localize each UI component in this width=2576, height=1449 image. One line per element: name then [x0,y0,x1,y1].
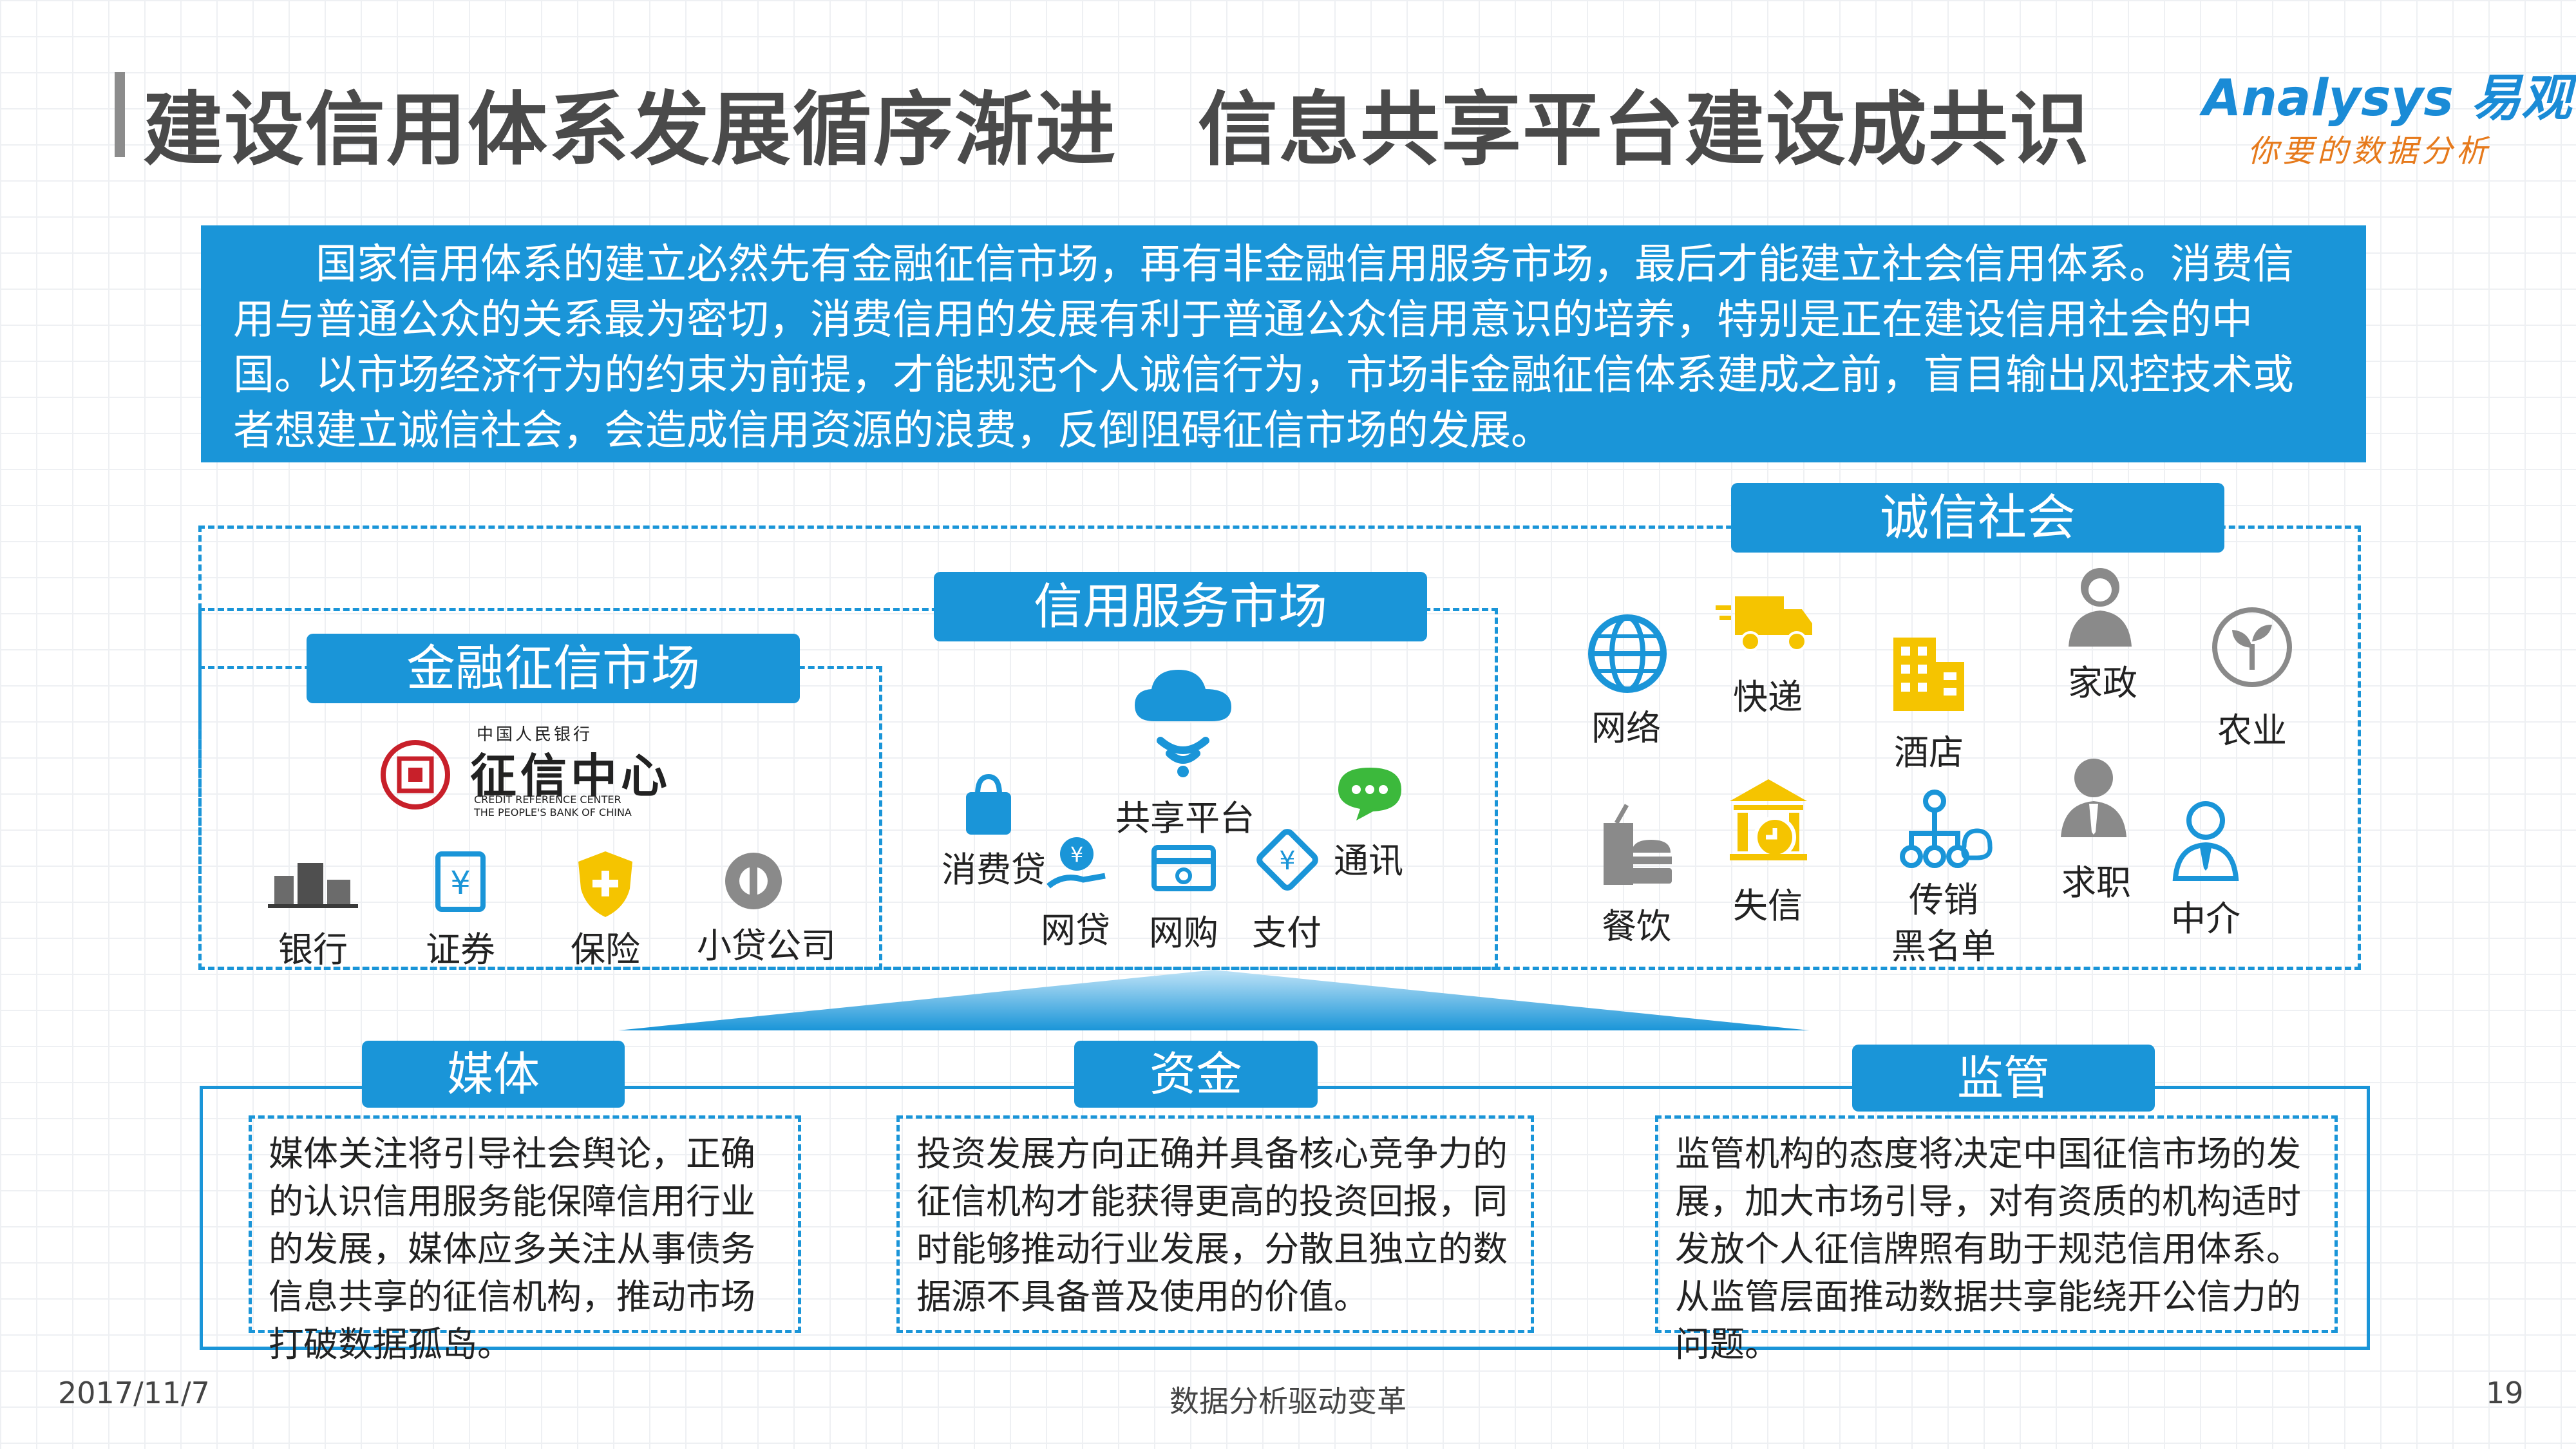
online-shopping-icon [1151,845,1216,891]
bank-icon [268,863,358,908]
credit-reference-center-logo: 中国人民银行 征信中心 CREDIT REFERENCE CENTER THE … [380,721,683,824]
pillar-media-text: 媒体关注将引导社会舆论，正确的认识信用服务能保障信用行业的发展，媒体应多关注从事… [249,1115,801,1365]
analysys-logo: Analysys 易观 [2202,70,2571,128]
page-number: 19 [2486,1376,2524,1410]
job-seeker-icon [2061,759,2126,837]
society-item-pyramid-blacklist: 传销 黑名单 [1891,880,1996,967]
cloud-platform-icon [1135,670,1231,777]
pillar-capital-title: 资金 [1074,1041,1318,1108]
securities-icon: ¥ [435,851,486,912]
support-triangle [618,970,1810,1030]
pillar-media-title: 媒体 [362,1041,625,1108]
svg-text:¥: ¥ [1279,846,1295,876]
agriculture-sprout-icon [2212,607,2292,687]
delivery-truck-icon [1716,596,1812,652]
pyramid-network-icon [1900,790,1993,868]
insurance-shield-icon [578,851,632,917]
dining-icon [1604,804,1672,885]
finance-item-securities: 证券 [426,929,495,970]
payment-icon: ¥ [1256,829,1318,891]
seal-en-line1: CREDIT REFERENCE CENTER [474,793,621,806]
shared-platform-label: 共享平台 [1115,798,1255,838]
seal-en-line2: THE PEOPLE'S BANK OF CHINA [474,806,632,819]
society-item-agriculture: 农业 [2217,710,2287,751]
pillar-regulation-title: 监管 [1852,1045,2155,1112]
seal-top-text: 中国人民银行 [477,725,593,744]
agent-person-icon [2172,801,2239,881]
logo-slogan: 你要的数据分析 [2248,133,2492,169]
svg-text:¥: ¥ [1070,842,1083,867]
finance-item-small-loan: 小贷公司 [697,925,836,966]
society-item-internet: 网络 [1591,708,1661,748]
footer-slogan: 数据分析驱动变革 [1170,1384,1406,1419]
society-item-express: 快递 [1733,677,1803,717]
service-item-payment: 支付 [1252,913,1321,953]
footer-date: 2017/11/7 [58,1376,210,1410]
society-title: 诚信社会 [1731,483,2224,553]
discredit-court-icon [1730,779,1807,860]
society-item-housekeeping: 家政 [2068,663,2137,703]
globe-icon [1588,614,1667,693]
page-title: 建设信用体系发展循序渐进 信息共享平台建设成共识 [143,84,2091,176]
online-loan-icon: ¥ [1046,837,1106,889]
society-item-hotel: 酒店 [1894,732,1964,773]
seal-icon [381,740,450,810]
service-item-telecom: 通讯 [1334,840,1403,881]
pillar-regulation-text: 监管机构的态度将决定中国征信市场的发展，加大市场引导，对有资质的机构适时发放个人… [1655,1115,2338,1365]
chat-icon [1338,768,1401,820]
shopping-bag-icon [966,773,1011,835]
service-item-online-loan: 网贷 [1041,910,1110,951]
intro-paragraph: 国家信用体系的建立必然先有金融征信市场，再有非金融信用服务市场，最后才能建立社会… [201,225,2366,462]
small-loan-icon [725,853,782,909]
seal-main-text: 征信中心 [470,749,672,803]
housekeeping-person-icon [2069,568,2132,647]
service-item-online-shopping: 网购 [1149,913,1218,953]
service-title: 信用服务市场 [934,572,1427,641]
society-item-dining: 餐饮 [1602,906,1671,947]
finance-item-insurance: 保险 [571,929,640,970]
svg-text:¥: ¥ [450,864,471,902]
society-item-agent: 中介 [2171,898,2240,939]
pillar-capital-text: 投资发展方向正确并具备核心竞争力的征信机构才能获得更高的投资回报，同时能够推动行… [896,1115,1534,1333]
title-accent-bar [115,72,125,157]
service-item-consumer-loan: 消费贷 [942,849,1046,890]
hotel-building-icon [1893,638,1964,711]
finance-title: 金融征信市场 [307,634,800,703]
society-item-discredit: 失信 [1733,886,1803,926]
finance-item-bank: 银行 [278,929,348,970]
society-item-job: 求职 [2061,862,2131,903]
